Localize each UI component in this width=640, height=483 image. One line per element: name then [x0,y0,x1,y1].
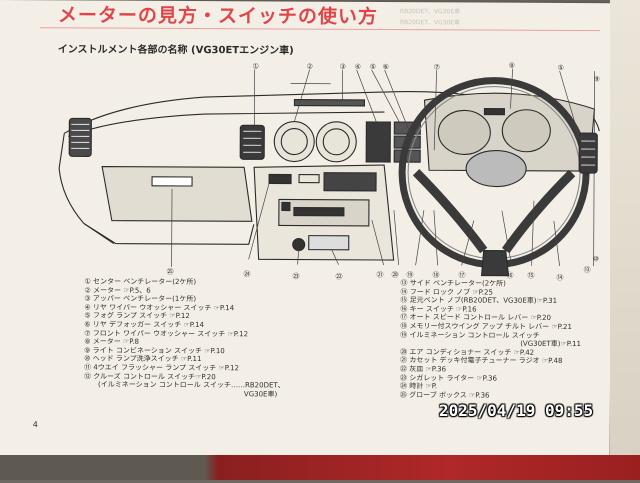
photo-timestamp: 2025/04/19 09:55 [439,401,593,420]
callout-label: ① [253,62,259,70]
legend-item: ⑪ 4ウエイ フラッシャー ランプ スイッチ ☞P.12 [84,363,285,373]
callout-label: ⑤ [370,63,376,71]
legend-left-column: ① センター ベンチレーター(2ケ所) ② メーター ☞P.5、6 ③ アッパー… [84,277,285,398]
callout-label: ㉑ [377,270,384,280]
legend-item: ⑬ サイド ベンチレーター(2ケ所) [400,279,581,289]
callout-label: ④ [355,63,361,71]
callout-label: ⑤ [558,64,564,72]
legend-item-note: (イルミネーション コントロール スイッチ……RB20DET、 [84,381,285,391]
legend-item-note: VG30E車) [84,389,285,399]
callout-label: ㉓ [293,272,300,282]
callout-label: ㉒ [336,272,343,282]
next-page-edge [610,0,640,480]
callout-label: ⑳ [392,270,399,280]
legend-item: ㉕ グローブ ボックス ☞P.36 [400,391,581,401]
callout-label: ⑬ [584,265,591,275]
callout-label: ⑨ [594,75,600,83]
legend-item: ⑱ メモリー付スウイング アップ チルト レバー ☞P.21 [400,322,581,332]
legend-item: ⑲ イルミネーション コントロール スイッチ [400,331,581,341]
callout-label: ⑥ [383,63,389,71]
callout-label: ㉕ [167,267,174,277]
page-number: 4 [33,420,38,429]
callout-label: ② [307,63,313,71]
callout-label: ③ [340,63,346,71]
callout-label: ⑧ [509,62,515,70]
callout-label: ⑩ [593,255,599,263]
table-surface [0,455,640,480]
legend-right-column: ⑬ サイド ベンチレーター(2ケ所) ⑭ フード ロック ノブ ☞P.25 ⑮ … [400,279,581,400]
callout-label: ⑦ [434,63,440,71]
